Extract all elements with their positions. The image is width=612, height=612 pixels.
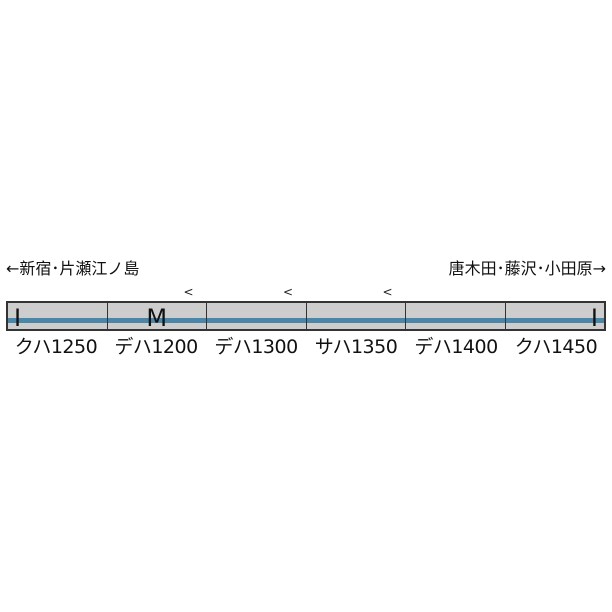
car-stripe bbox=[505, 318, 604, 323]
car-stripe bbox=[207, 318, 306, 323]
pantograph-icon: < bbox=[382, 285, 393, 299]
car-labels: クハ1250 デハ1200 デハ1300 サハ1350 デハ1400 クハ145… bbox=[6, 334, 606, 360]
car-stripe bbox=[306, 318, 405, 323]
train-formation: I < M < < I bbox=[6, 286, 606, 332]
car-5 bbox=[406, 303, 506, 329]
car-label: デハ1200 bbox=[114, 336, 198, 358]
pantograph-icon: < bbox=[283, 285, 294, 299]
cab-mark: I bbox=[590, 304, 598, 332]
car-1: I bbox=[8, 303, 108, 332]
car-label: デハ1300 bbox=[214, 336, 298, 358]
car-stripe bbox=[8, 318, 107, 323]
car-label: クハ1450 bbox=[514, 336, 598, 358]
car-6: I bbox=[505, 303, 604, 332]
car-stripe bbox=[107, 318, 206, 323]
pantograph-icon: < bbox=[183, 285, 194, 299]
car-label: サハ1350 bbox=[314, 336, 398, 358]
direction-left-label: ←新宿･片瀬江ノ島 bbox=[6, 259, 140, 278]
car-2: < M bbox=[107, 286, 207, 332]
direction-right-label: 唐木田･藤沢･小田原→ bbox=[448, 259, 606, 278]
car-stripe bbox=[406, 318, 505, 323]
car-4: < bbox=[306, 286, 406, 329]
car-label: デハ1400 bbox=[414, 336, 498, 358]
motor-mark: M bbox=[146, 304, 168, 332]
car-label: クハ1250 bbox=[14, 336, 98, 358]
cab-mark: I bbox=[14, 304, 22, 332]
car-3: < bbox=[207, 286, 307, 329]
